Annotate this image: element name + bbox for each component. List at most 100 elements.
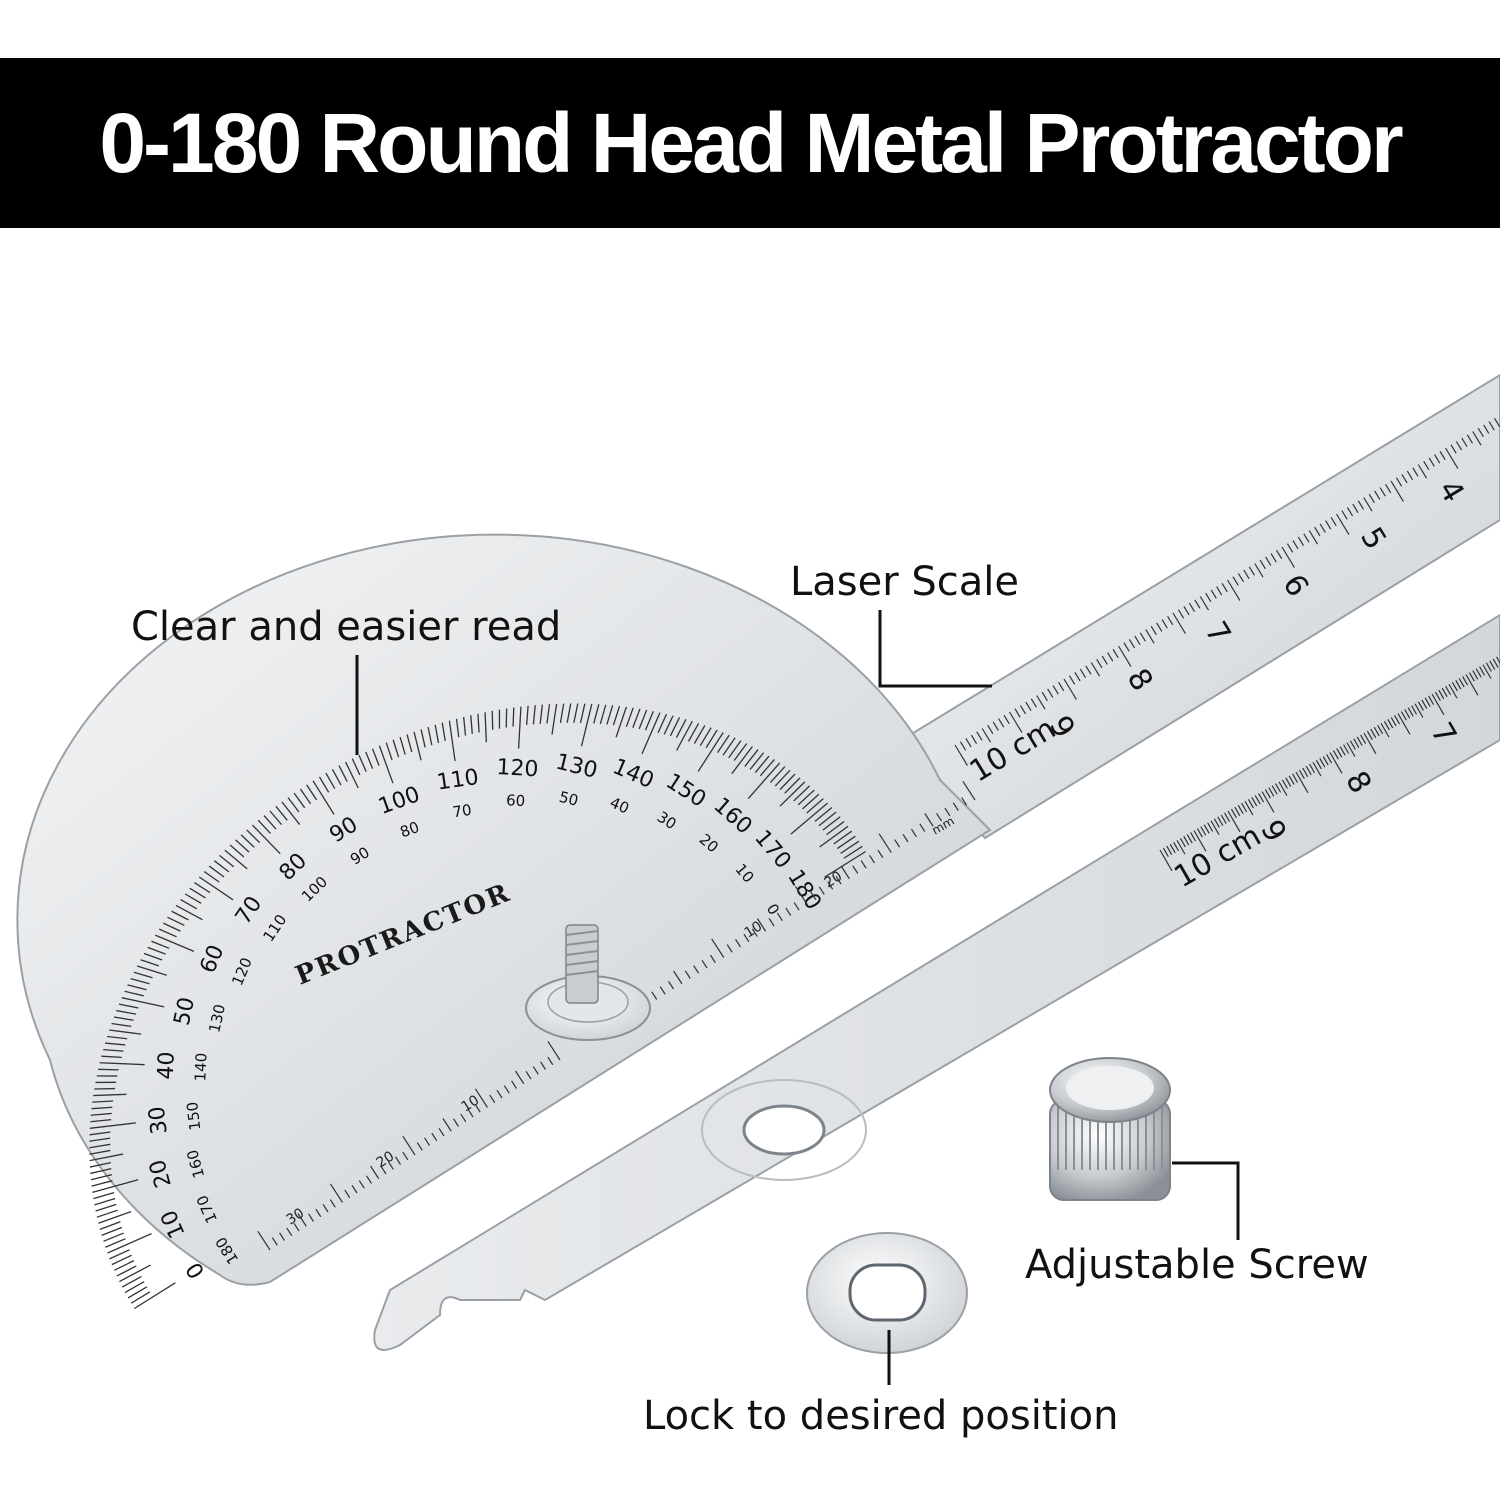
degree-tick bbox=[90, 1118, 112, 1123]
ruler-tick bbox=[1466, 434, 1473, 444]
degree-tick bbox=[113, 1016, 134, 1021]
stem-tick bbox=[344, 1189, 351, 1199]
degree-tick bbox=[107, 1233, 152, 1254]
stem-tick bbox=[402, 1135, 416, 1156]
degree-tick bbox=[779, 773, 796, 791]
ruler-tick bbox=[1224, 812, 1231, 822]
degree-tick bbox=[103, 1232, 124, 1242]
stem-tick bbox=[910, 828, 917, 838]
ruler-tick bbox=[1216, 586, 1223, 596]
degree-tick bbox=[133, 1282, 176, 1310]
stem-tick bbox=[840, 865, 850, 880]
degree-tick bbox=[784, 777, 801, 794]
ruler-tick bbox=[1008, 711, 1023, 733]
degree-tick bbox=[89, 1131, 111, 1136]
stem-tick bbox=[961, 797, 968, 806]
ruler-tick bbox=[1213, 818, 1220, 828]
degree-tick bbox=[546, 704, 551, 724]
ruler-tick bbox=[1254, 795, 1261, 805]
degree-tick bbox=[111, 1254, 132, 1266]
ruler-tick bbox=[1259, 559, 1266, 570]
ruler-tick bbox=[1298, 769, 1305, 780]
degree-tick bbox=[101, 1226, 123, 1236]
stem-tick bbox=[818, 886, 825, 895]
ruler-tick bbox=[1434, 691, 1441, 702]
degree-tick bbox=[532, 705, 536, 725]
ruler-tick bbox=[1188, 602, 1196, 612]
inner-degree-label: 60 bbox=[506, 791, 526, 810]
degree-tick bbox=[345, 761, 359, 789]
ruler-tick bbox=[1221, 582, 1228, 593]
ruler-tick bbox=[1190, 832, 1197, 842]
ruler-tick bbox=[1297, 536, 1305, 546]
ruler-tick bbox=[970, 734, 978, 744]
ruler-tick bbox=[1332, 750, 1339, 760]
stem-tick bbox=[894, 839, 901, 848]
ruler-tick bbox=[1349, 740, 1356, 750]
ruler-tick bbox=[1475, 668, 1482, 678]
degree-tick bbox=[103, 1048, 124, 1052]
outer-degree-label: 110 bbox=[435, 765, 480, 796]
ruler-tick bbox=[1468, 672, 1475, 682]
degree-tick bbox=[130, 977, 150, 985]
ruler-tick bbox=[1357, 500, 1364, 510]
ruler-tick bbox=[1172, 612, 1186, 634]
protractor-stem-ticks bbox=[257, 780, 976, 1251]
ruler-tick bbox=[1241, 802, 1248, 813]
ruler-tick bbox=[1166, 845, 1173, 856]
ruler-tick bbox=[1387, 719, 1394, 729]
stem-tick bbox=[693, 965, 700, 974]
degree-tick bbox=[281, 801, 301, 825]
degree-tick bbox=[219, 854, 235, 868]
ruler-tick bbox=[1411, 705, 1418, 715]
degree-tick bbox=[99, 1062, 145, 1066]
ruler-tick bbox=[1156, 622, 1163, 632]
ruler-tick bbox=[1406, 470, 1414, 480]
ruler-tick bbox=[1451, 682, 1458, 692]
stem-tick bbox=[358, 1180, 365, 1189]
ruler-tick bbox=[1014, 708, 1021, 718]
ruler-tick bbox=[1390, 480, 1404, 502]
ruler-tick bbox=[1288, 775, 1295, 785]
ruler-tick bbox=[1227, 810, 1241, 833]
ruler-tick bbox=[1363, 732, 1377, 755]
ruler-tick bbox=[1444, 447, 1459, 469]
ruler-tick bbox=[1308, 530, 1319, 545]
degree-tick bbox=[275, 805, 288, 821]
stem-tick bbox=[503, 1085, 510, 1094]
upper-ruler-ticks bbox=[954, 415, 1500, 766]
degree-tick bbox=[669, 717, 681, 737]
degree-tick bbox=[194, 882, 211, 894]
ruler-tick bbox=[1295, 771, 1309, 794]
page-title: 0-180 Round Head Metal Protractor bbox=[99, 95, 1403, 190]
ruler-tick bbox=[1390, 717, 1397, 727]
stem-tick bbox=[279, 1232, 286, 1241]
degree-tick bbox=[162, 922, 181, 932]
ruler-tick bbox=[1377, 724, 1384, 735]
stem-tick bbox=[651, 991, 658, 1000]
ruler-tick bbox=[1186, 834, 1193, 844]
ruler-tick bbox=[1207, 822, 1214, 832]
degree-tick bbox=[731, 746, 753, 775]
ruler-tick bbox=[1107, 652, 1114, 662]
degree-tick bbox=[116, 1265, 137, 1277]
ruler-tick bbox=[1292, 540, 1299, 550]
ruler-tick bbox=[1169, 843, 1176, 854]
stem-tick bbox=[351, 1185, 358, 1194]
degree-tick bbox=[124, 1281, 145, 1294]
ruler-tick bbox=[1251, 797, 1258, 807]
degree-tick bbox=[109, 1249, 130, 1260]
degree-tick bbox=[599, 704, 607, 725]
outer-degree-label: 40 bbox=[154, 1051, 180, 1080]
degree-tick bbox=[818, 811, 837, 827]
stem-tick bbox=[496, 1090, 503, 1099]
ruler-tick bbox=[1329, 752, 1343, 774]
ruler-tick bbox=[1244, 800, 1254, 816]
degree-tick bbox=[269, 810, 283, 826]
ruler-tick bbox=[1085, 665, 1092, 675]
inner-degree-label: 140 bbox=[191, 1052, 210, 1081]
degree-tick bbox=[774, 769, 791, 787]
stem-tick bbox=[944, 807, 951, 817]
ruler-tick bbox=[1336, 748, 1343, 758]
degree-tick bbox=[625, 707, 634, 728]
